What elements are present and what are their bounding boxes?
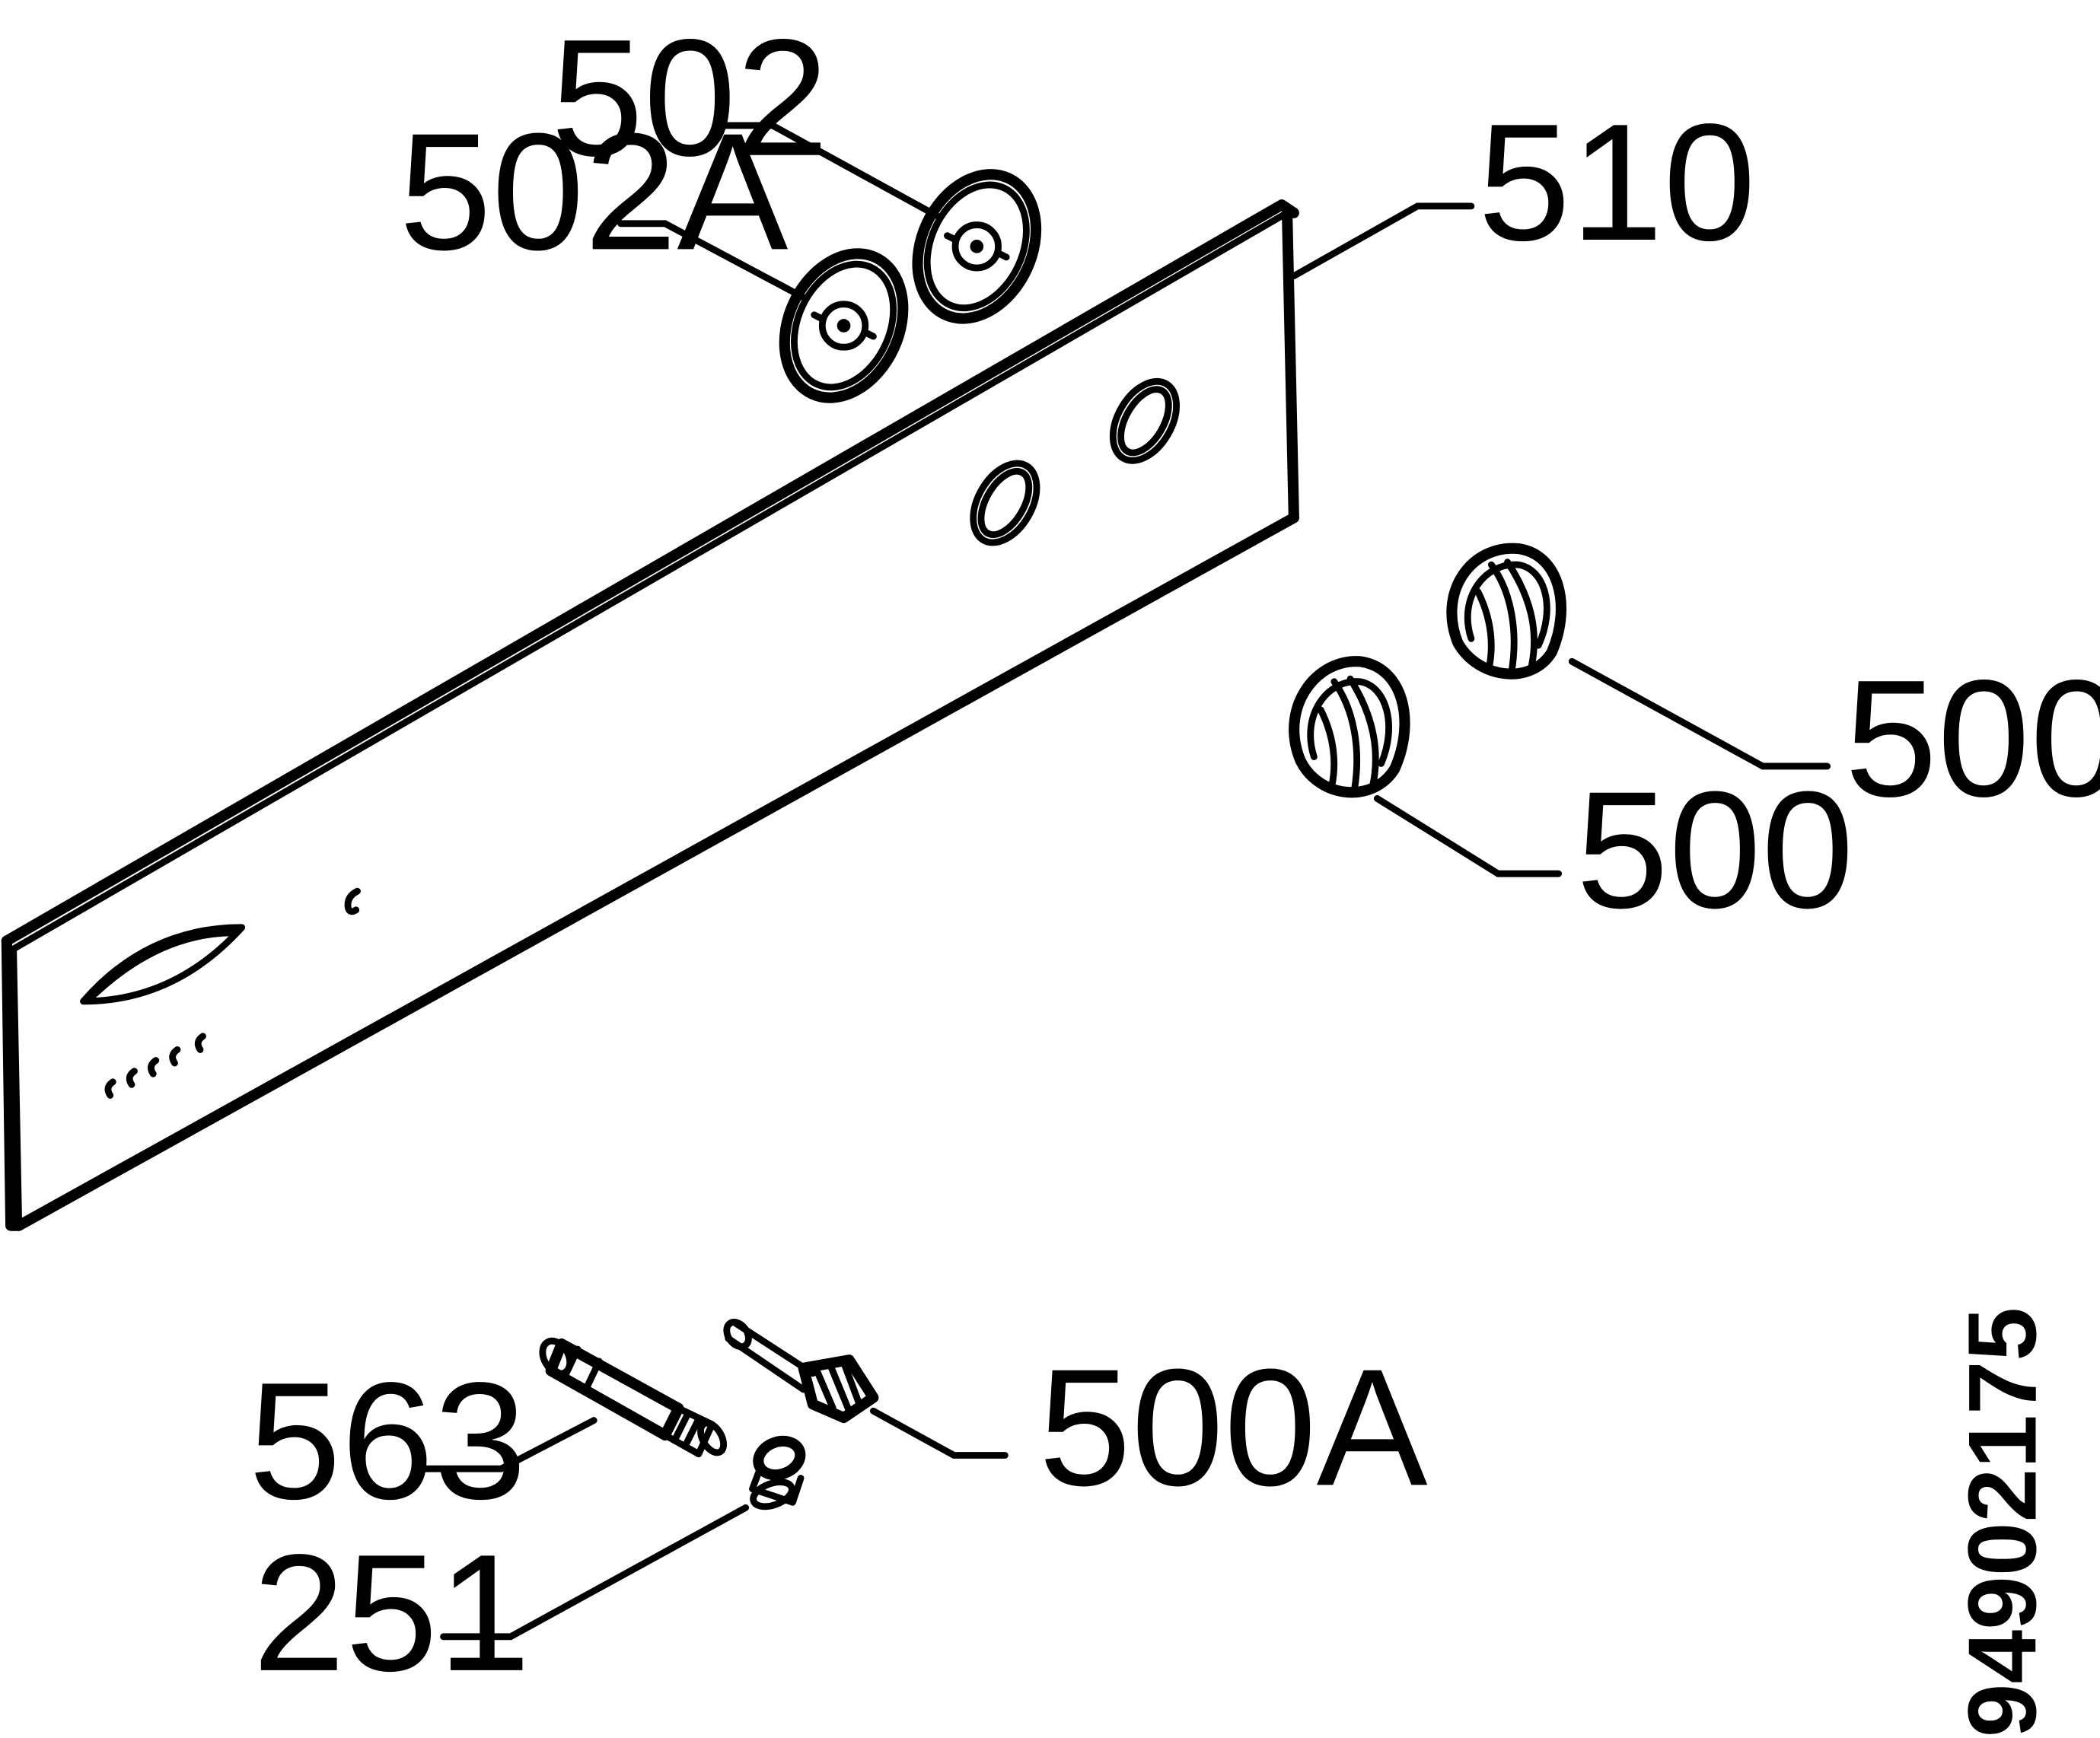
label-500-right: 500 xyxy=(1845,646,2100,832)
spindle-adapter-500a xyxy=(723,1319,879,1424)
shaft-extension-563 xyxy=(539,1337,728,1458)
label-502: 502 xyxy=(551,5,829,191)
control-panel-510 xyxy=(1,199,1299,1231)
document-number: 94902175 xyxy=(1948,1307,2056,1737)
label-500a: 500A xyxy=(1038,1335,1427,1520)
part-labels: 502 502A 510 500 500 500A 563 251 xyxy=(249,5,2100,1706)
cover-ring-502 xyxy=(912,169,1042,324)
knob-left-500 xyxy=(1289,656,1410,798)
knob-right-500 xyxy=(1446,543,1566,680)
label-510: 510 xyxy=(1478,90,1756,275)
cover-ring-502a xyxy=(779,248,909,403)
label-500-left: 500 xyxy=(1576,757,1854,943)
label-502a: 502A xyxy=(399,99,788,285)
label-563: 563 xyxy=(249,1348,527,1534)
label-251: 251 xyxy=(253,1520,531,1706)
screw-251 xyxy=(749,1435,806,1510)
panel-button-marks xyxy=(104,1033,206,1099)
leader-lines xyxy=(416,122,1831,1641)
